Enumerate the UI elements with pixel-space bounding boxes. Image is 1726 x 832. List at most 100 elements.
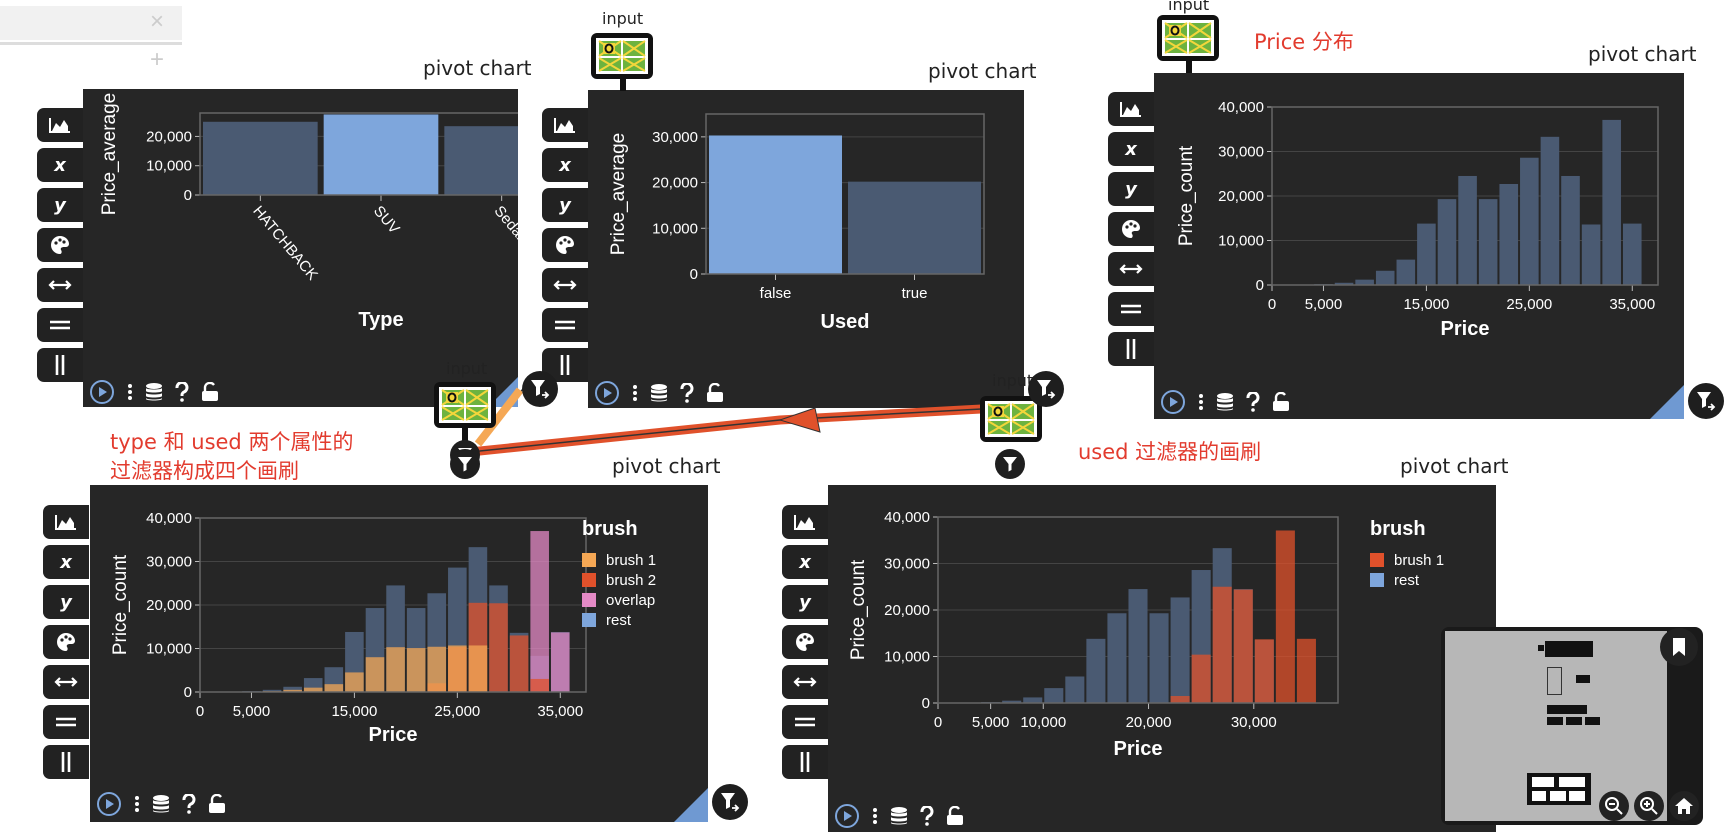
filter-output-brush-chart[interactable] <box>712 784 748 820</box>
close-icon[interactable]: × <box>150 8 165 35</box>
price_chart-bar-rest <box>1417 223 1436 285</box>
toolbar-swap-horizontal-button[interactable] <box>43 665 89 699</box>
unlock-icon[interactable] <box>706 383 724 403</box>
filter-dot-brush[interactable] <box>450 449 480 479</box>
toolbar-x-axis-button[interactable]: x <box>43 545 89 579</box>
toolbar-pause-button[interactable] <box>1108 332 1154 366</box>
brush_chart-ytick-label: 20,000 <box>146 597 192 614</box>
input-node-usedbrush-label: input <box>992 371 1034 390</box>
chart-type-icon <box>49 117 71 133</box>
filter-output-used-chart[interactable] <box>1028 371 1064 407</box>
resize-handle[interactable] <box>1650 385 1684 419</box>
used_brush_chart-ytick-label: 20,000 <box>884 602 930 619</box>
toolbar-palette-button[interactable] <box>43 625 89 659</box>
toolbar-chart-type-button[interactable] <box>37 108 83 142</box>
input-node-brush-stem <box>462 428 468 442</box>
toolbar-palette-button[interactable] <box>542 228 588 262</box>
input-node-usedbrush[interactable] <box>980 396 1042 442</box>
toolbar-equals-button[interactable] <box>43 705 89 739</box>
price_chart-ytick-label: 30,000 <box>1218 144 1264 161</box>
unlock-icon[interactable] <box>1272 392 1290 412</box>
database-icon[interactable] <box>145 382 163 402</box>
used_brush_chart-bar-brush1 <box>1296 638 1316 703</box>
help-icon[interactable] <box>920 806 934 826</box>
zoom-in-icon[interactable] <box>1634 791 1664 821</box>
minimap[interactable] <box>1441 627 1703 825</box>
toolbar-y-axis-button[interactable]: y <box>542 188 588 222</box>
toolbar-y-axis-button[interactable]: y <box>1108 172 1154 206</box>
toolbar-equals-button[interactable] <box>37 308 83 342</box>
more-vertical-icon[interactable] <box>1198 393 1204 411</box>
minimap-node <box>1569 791 1585 801</box>
toolbar-x-axis-button[interactable]: x <box>1108 132 1154 166</box>
more-vertical-icon[interactable] <box>134 795 140 813</box>
filter-dot-usedbrush[interactable] <box>995 449 1025 479</box>
input-node-used[interactable] <box>591 33 653 79</box>
brush_chart-legend-label: brush 1 <box>606 552 656 569</box>
toolbar-chart-type-button[interactable] <box>542 108 588 142</box>
input-node-used-label: input <box>602 9 644 28</box>
database-icon[interactable] <box>152 794 170 814</box>
play-circle-icon[interactable] <box>1160 389 1186 415</box>
type_chart-xtick-label: SUV <box>370 203 403 238</box>
input-node-brush[interactable] <box>434 382 496 428</box>
brush_chart-xtick-label: 0 <box>196 703 204 720</box>
toolbar-x-axis-button[interactable]: x <box>37 148 83 182</box>
more-vertical-icon[interactable] <box>872 807 878 825</box>
database-icon[interactable] <box>890 806 908 826</box>
help-icon[interactable] <box>680 383 694 403</box>
unlock-icon[interactable] <box>208 794 226 814</box>
toolbar-palette-button[interactable] <box>37 228 83 262</box>
play-circle-icon[interactable] <box>834 803 860 829</box>
toolbar-pause-button[interactable] <box>43 745 89 779</box>
unlock-icon[interactable] <box>201 382 219 402</box>
toolbar-chart-type-button[interactable] <box>43 505 89 539</box>
toolbar-swap-horizontal-button[interactable] <box>1108 252 1154 286</box>
toolbar-equals-button[interactable] <box>1108 292 1154 326</box>
price_chart-xtick-label: 0 <box>1268 296 1276 313</box>
toolbar-chart-type-button[interactable] <box>1108 92 1154 126</box>
help-icon[interactable] <box>182 794 196 814</box>
help-icon[interactable] <box>175 382 189 402</box>
brush_chart-xtick-label: 35,000 <box>537 703 583 720</box>
toolbar-palette-button[interactable] <box>782 625 828 659</box>
toolbar-equals-button[interactable] <box>542 308 588 342</box>
more-vertical-icon[interactable] <box>127 383 133 401</box>
filter-output-price-chart[interactable] <box>1688 383 1724 419</box>
used_chart-ytick-label: 20,000 <box>652 175 698 192</box>
toolbar-swap-horizontal-button[interactable] <box>782 665 828 699</box>
toolbar-x-axis-button[interactable]: x <box>782 545 828 579</box>
help-icon[interactable] <box>1246 392 1260 412</box>
unlock-icon[interactable] <box>946 806 964 826</box>
add-tab-icon[interactable]: + <box>150 46 165 73</box>
play-circle-icon[interactable] <box>594 380 620 406</box>
database-icon[interactable] <box>650 383 668 403</box>
zoom-out-icon[interactable] <box>1599 791 1629 821</box>
used_brush_chart-bar-brush1 <box>1170 696 1190 703</box>
toolbar-y-axis-button[interactable]: y <box>43 585 89 619</box>
toolbar-x-axis-button[interactable]: x <box>542 148 588 182</box>
play-circle-icon[interactable] <box>96 791 122 817</box>
more-vertical-icon[interactable] <box>632 384 638 402</box>
toolbar-pause-button[interactable] <box>37 348 83 382</box>
toolbar-y-axis-button[interactable]: y <box>782 585 828 619</box>
brush_chart-legend-label: brush 2 <box>606 572 656 589</box>
used_brush_chart-bar-brush1 <box>1275 530 1295 703</box>
play-circle-icon[interactable] <box>89 379 115 405</box>
toolbar-swap-horizontal-button[interactable] <box>542 268 588 302</box>
filter-output-type-chart[interactable] <box>522 371 558 407</box>
resize-handle[interactable] <box>674 788 708 822</box>
bookmark-icon[interactable] <box>1660 628 1698 666</box>
toolbar-chart-type-button[interactable] <box>782 505 828 539</box>
database-icon[interactable] <box>1216 392 1234 412</box>
annotation-type-used-line2: 过滤器构成四个画刷 <box>110 459 299 483</box>
input-node-price[interactable] <box>1157 15 1219 61</box>
toolbar-equals-button[interactable] <box>782 705 828 739</box>
toolbar-palette-button[interactable] <box>1108 212 1154 246</box>
toolbar-y-axis-button[interactable]: y <box>37 188 83 222</box>
toolbar-swap-horizontal-button[interactable] <box>37 268 83 302</box>
price_chart-bar-rest <box>1540 136 1560 285</box>
brush_chart-bar-brush2 <box>489 603 508 692</box>
toolbar-pause-button[interactable] <box>782 745 828 779</box>
home-icon[interactable] <box>1669 791 1699 821</box>
